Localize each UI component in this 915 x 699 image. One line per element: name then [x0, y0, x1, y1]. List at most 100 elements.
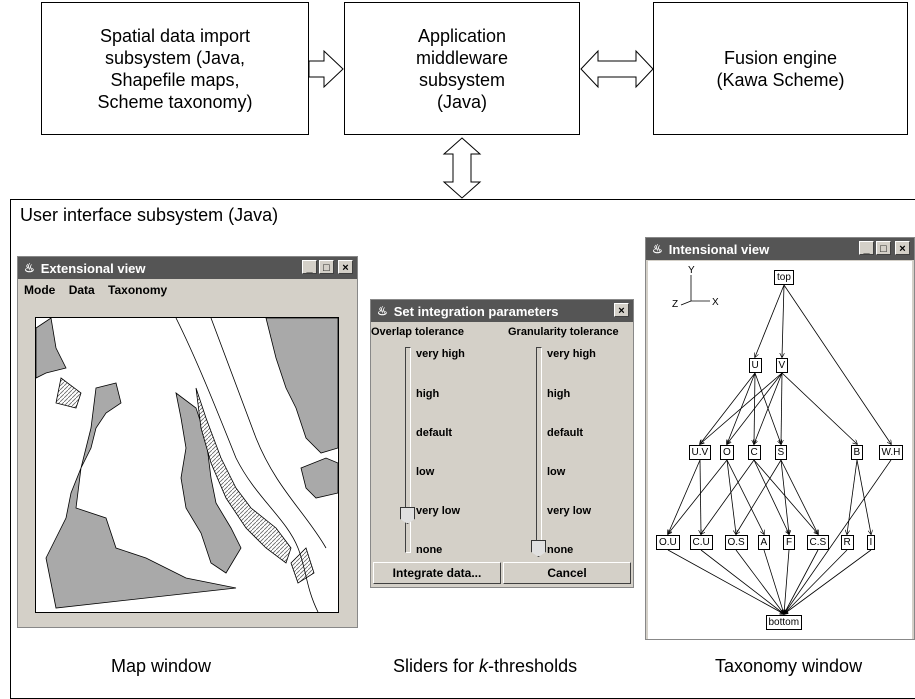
map-canvas[interactable]: [35, 317, 339, 613]
map-region: [195, 387, 292, 564]
caption-sliders: Sliders for k-thresholds: [393, 656, 577, 677]
close-button[interactable]: ×: [338, 260, 353, 274]
minimize-button[interactable]: _: [302, 260, 317, 274]
caption-map-window: Map window: [111, 656, 212, 676]
taxonomy-edge: [755, 284, 785, 357]
close-button[interactable]: ×: [614, 303, 629, 317]
cancel-button[interactable]: Cancel: [503, 562, 631, 584]
taxonomy-edge: [700, 549, 784, 614]
taxonomy-edge: [726, 459, 736, 534]
taxonomy-edge: [736, 459, 782, 534]
taxonomy-node-f[interactable]: F: [783, 534, 796, 550]
menu-taxonomy[interactable]: Taxonomy: [108, 283, 168, 297]
taxonomy-node-a[interactable]: A: [757, 534, 771, 550]
granularity-level-label: very low: [547, 505, 592, 517]
caption-sliders-suffix: -thresholds: [488, 656, 578, 676]
taxonomy-node-bottom[interactable]: bottom: [765, 614, 803, 630]
taxonomy-edge: [754, 372, 783, 444]
granularity-level-label: none: [547, 544, 574, 556]
java-cup-icon: ♨: [24, 261, 35, 275]
fusion-line: Fusion engine: [723, 47, 838, 68]
taxonomy-node-b[interactable]: B: [850, 444, 864, 460]
maximize-button[interactable]: □: [876, 241, 891, 255]
right-arrow: [308, 49, 344, 89]
double-arrow-horizontal: [580, 49, 654, 89]
taxonomy-edge: [735, 549, 784, 614]
java-cup-icon: ♨: [652, 242, 663, 256]
caption-sliders-prefix: Sliders for: [393, 656, 480, 676]
close-button[interactable]: ×: [895, 241, 910, 255]
caption-taxonomy-window: Taxonomy window: [715, 656, 863, 676]
axis-z-label: Z: [672, 299, 678, 310]
map-menubar: Mode Data Taxonomy: [18, 279, 357, 301]
map-river-edge: [175, 318, 319, 612]
taxonomy-node-i[interactable]: I: [866, 534, 876, 550]
taxonomy-node-v[interactable]: V: [775, 357, 789, 373]
taxonomy-node-u[interactable]: U: [748, 357, 762, 373]
taxonomy-node-cs[interactable]: C.S: [806, 534, 830, 550]
taxonomy-node-c[interactable]: C: [747, 444, 761, 460]
taxonomy-window-titlebar[interactable]: ♨ Intensional view _ □ ×: [646, 238, 914, 260]
taxonomy-node-wh[interactable]: W.H: [878, 444, 904, 460]
taxonomy-node-o[interactable]: O: [720, 444, 734, 460]
taxonomy-edges: Y Z X: [648, 265, 912, 639]
overlap-level-label: very high: [416, 348, 465, 360]
granularity-slider-track[interactable]: [536, 347, 542, 553]
taxonomy-node-s[interactable]: S: [774, 444, 788, 460]
map-window-titlebar[interactable]: ♨ Extensional view _ □ ×: [18, 257, 357, 279]
taxonomy-edge: [780, 459, 789, 534]
granularity-level-label: very high: [547, 348, 596, 360]
map-region: [36, 318, 67, 379]
taxonomy-edge: [700, 372, 783, 444]
taxonomy-node-ou[interactable]: O.U: [656, 534, 680, 550]
map-region: [45, 382, 237, 609]
middleware-line: Application: [417, 25, 507, 46]
map-window-title: Extensional view: [40, 260, 146, 276]
taxonomy-edge: [784, 549, 790, 614]
taxonomy-node-uv[interactable]: U.V: [688, 444, 712, 460]
overlap-slider-track[interactable]: [405, 347, 411, 553]
menu-mode[interactable]: Mode: [24, 283, 56, 297]
taxonomy-edge: [784, 459, 892, 614]
taxonomy-edge: [667, 549, 784, 614]
axis-y-label: Y: [688, 265, 695, 276]
taxonomy-edge: [668, 459, 728, 534]
slider-window-titlebar[interactable]: ♨ Set integration parameters ×: [371, 300, 633, 322]
taxonomy-edge: [763, 549, 784, 614]
java-cup-icon: ♨: [377, 304, 388, 318]
caption-sliders-k: k: [479, 656, 489, 676]
taxonomy-edge: [753, 459, 789, 534]
minimize-button[interactable]: _: [859, 241, 874, 255]
taxonomy-node-top[interactable]: top: [774, 269, 794, 285]
taxonomy-node-cu[interactable]: C.U: [689, 534, 713, 550]
taxonomy-node-os[interactable]: O.S: [724, 534, 748, 550]
maximize-button[interactable]: □: [319, 260, 334, 274]
integrate-data-button[interactable]: Integrate data...: [373, 562, 501, 584]
map-region: [290, 547, 315, 584]
overlap-level-label: very low: [416, 505, 461, 517]
granularity-level-label: high: [547, 388, 571, 400]
fusion-engine-box: Fusion engine (Kawa Scheme): [653, 2, 908, 135]
taxonomy-edge: [781, 372, 782, 444]
map-region: [300, 457, 338, 499]
slider-window: ♨ Set integration parameters × Overlap t…: [370, 299, 634, 588]
taxonomy-edge: [782, 284, 784, 357]
granularity-slider-thumb[interactable]: [531, 540, 546, 557]
taxonomy-node-r[interactable]: R: [840, 534, 854, 550]
overlap-level-label: default: [416, 427, 453, 439]
middleware-line: subsystem: [418, 69, 505, 90]
slider-window-title: Set integration parameters: [393, 303, 559, 319]
taxonomy-edge: [784, 549, 848, 614]
map-region: [265, 318, 338, 454]
middleware-subsystem-box: Application middleware subsystem (Java): [344, 2, 580, 135]
granularity-heading: Granularity tolerance: [508, 326, 619, 338]
menu-data[interactable]: Data: [68, 283, 95, 297]
overlap-slider-thumb[interactable]: [400, 507, 415, 524]
axis-z-line: [680, 300, 692, 306]
taxonomy-edge: [784, 549, 872, 614]
map-window: ♨ Extensional view _ □ × Mode Data Taxon…: [17, 256, 358, 628]
taxonomy-edge: [856, 459, 871, 534]
map-region: [55, 377, 82, 409]
